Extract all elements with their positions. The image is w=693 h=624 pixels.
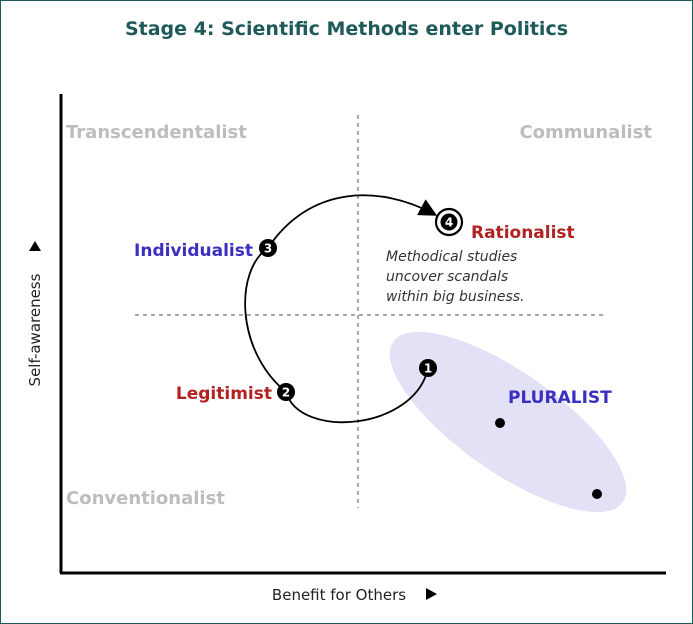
quadrant-label-conventionalist: Conventionalist (66, 488, 225, 509)
stage-1-number: 1 (424, 362, 432, 376)
x-axis-label: Benefit for Others (272, 586, 406, 604)
stage-cycle-path (244, 194, 438, 424)
stage-1-badge-icon (419, 359, 437, 377)
pluralist-point (495, 418, 505, 428)
stage-4-label: Rationalist (471, 223, 575, 243)
y-axis-arrow-icon (29, 241, 41, 251)
stage-4-note-line-1: Methodical studies (386, 249, 517, 265)
stage-3-badge-icon (259, 239, 277, 257)
stage-4-badge-inner (440, 213, 458, 231)
stage-2-label: Legitimist (176, 384, 272, 404)
y-axis-label: Self-awareness (26, 273, 44, 386)
stage-2-number: 2 (282, 386, 290, 400)
stage-2-badge-icon (277, 383, 295, 401)
stage-3-label: Individualist (134, 241, 253, 261)
quadrant-label-communalist: Communalist (519, 122, 652, 143)
pluralist-label: PLURALIST (508, 388, 612, 408)
stage-3-number: 3 (264, 242, 272, 256)
stage-4-note-line-2: uncover scandals (386, 269, 508, 285)
stage-4-note-line-3: within big business. (386, 289, 525, 305)
pluralist-point (592, 489, 602, 499)
pluralist-region (389, 331, 627, 513)
page-title: Stage 4: Scientific Methods enter Politi… (124, 18, 569, 40)
x-axis-arrow-icon (426, 588, 437, 600)
stage-4-number: 4 (445, 216, 453, 230)
quadrant-label-transcendentalist: Transcendentalist (66, 122, 247, 143)
